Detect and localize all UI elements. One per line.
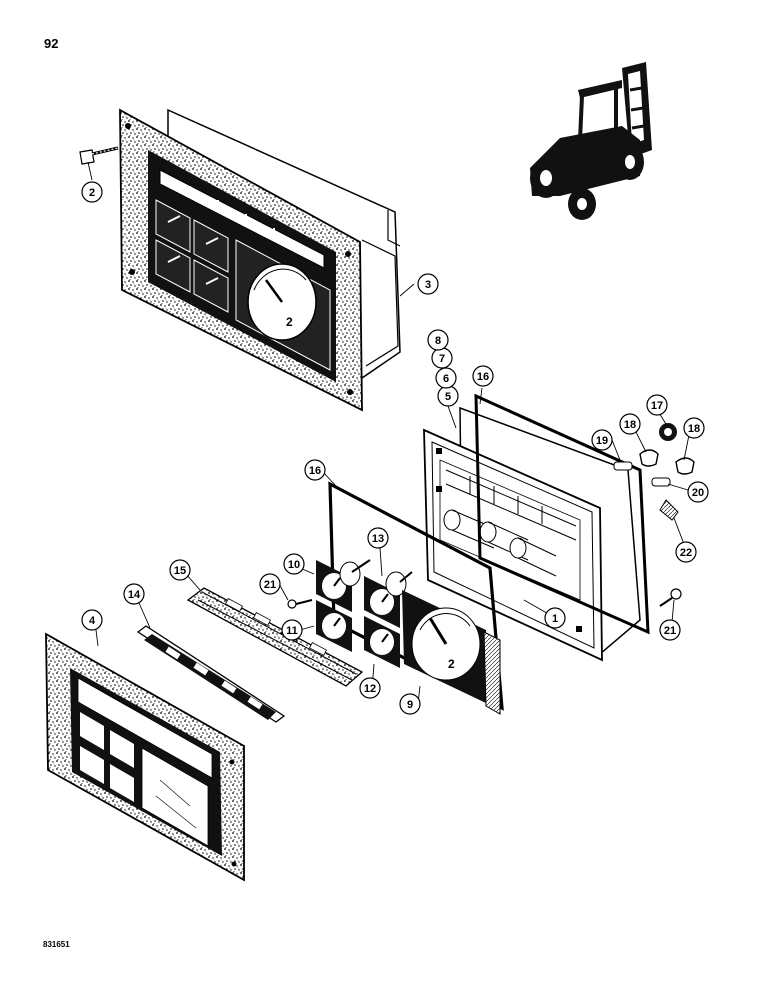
callout-circle	[472, 365, 494, 387]
callout-circle	[259, 573, 281, 595]
callout-circle	[281, 619, 303, 641]
callout-c6: 6	[435, 367, 457, 389]
cluster-housing-part	[423, 406, 641, 688]
callout-c7: 7	[431, 347, 453, 369]
page-number: 92	[44, 36, 59, 51]
callout-c18a: 18	[619, 413, 641, 435]
callout-number: 10	[288, 559, 300, 571]
housing-screw-part	[659, 588, 682, 607]
callout-c18b: 18	[683, 417, 705, 439]
callout-c3: 3	[417, 273, 439, 295]
callout-c8: 8	[427, 329, 449, 351]
small-gauges-group	[287, 559, 413, 668]
callout-circle	[619, 413, 641, 435]
callout-c15: 15	[169, 559, 191, 581]
callout-number: 20	[692, 487, 704, 499]
callout-number: 17	[651, 400, 663, 412]
callout-circle	[427, 329, 449, 351]
callout-circle	[304, 459, 326, 481]
callout-c1: 1	[544, 607, 566, 629]
speedometer-gauge-part: 2	[402, 590, 501, 715]
callout-circle	[659, 619, 681, 641]
assembled-instrument-cluster: 2	[119, 108, 401, 412]
callout-c11: 11	[281, 619, 303, 641]
figure-code: 831651	[43, 940, 70, 949]
callout-circle	[359, 677, 381, 699]
svg-text:2: 2	[448, 657, 455, 671]
callout-c10: 10	[283, 553, 305, 575]
callout-number: 8	[435, 335, 441, 347]
callout-c13: 13	[367, 527, 389, 549]
callout-circle	[367, 527, 389, 549]
callout-number: 16	[477, 371, 489, 383]
callout-c21a: 21	[259, 573, 281, 595]
callout-number: 1	[552, 613, 558, 625]
callout-number: 12	[364, 683, 376, 695]
callout-number: 14	[128, 589, 141, 601]
callout-circle	[283, 553, 305, 575]
callout-circle	[399, 693, 421, 715]
svg-text:2: 2	[286, 315, 293, 329]
callout-circle	[544, 607, 566, 629]
callout-circle	[81, 181, 103, 203]
callout-number: 18	[688, 423, 700, 435]
callout-number: 6	[443, 373, 449, 385]
callout-c4: 4	[81, 609, 103, 631]
callout-number: 21	[664, 625, 676, 637]
callout-number: 21	[264, 579, 276, 591]
callout-number: 7	[439, 353, 445, 365]
callout-number: 5	[445, 391, 451, 403]
callout-circle	[687, 481, 709, 503]
callout-c20: 20	[687, 481, 709, 503]
callout-c22: 22	[675, 541, 697, 563]
callout-c21b: 21	[659, 619, 681, 641]
callout-c5: 5	[437, 385, 459, 407]
callout-circle	[683, 417, 705, 439]
callout-c19: 19	[591, 429, 613, 451]
callout-circle	[169, 559, 191, 581]
callout-number: 2	[89, 187, 95, 199]
callout-circle	[646, 394, 668, 416]
callout-c16a: 16	[472, 365, 494, 387]
callout-c2: 2	[81, 181, 103, 203]
callout-number: 13	[372, 533, 384, 545]
callout-number: 9	[407, 699, 413, 711]
front-bezel-part	[45, 632, 245, 882]
callout-number: 22	[680, 547, 692, 559]
callout-number: 11	[286, 625, 298, 637]
callout-circle	[123, 583, 145, 605]
callout-c17: 17	[646, 394, 668, 416]
callout-c9: 9	[399, 693, 421, 715]
callout-circle	[591, 429, 613, 451]
mounting-bolt-part	[79, 146, 119, 165]
callout-circle	[81, 609, 103, 631]
lamp-socket-parts	[613, 423, 695, 521]
callout-circle	[435, 367, 457, 389]
callout-number: 19	[596, 435, 608, 447]
callout-circle	[675, 541, 697, 563]
callout-number: 18	[624, 419, 636, 431]
rear-seal-ring-part	[474, 393, 650, 635]
callout-number: 4	[89, 615, 96, 627]
callout-c12: 12	[359, 677, 381, 699]
callout-number: 15	[174, 565, 186, 577]
callout-c16b: 16	[304, 459, 326, 481]
warning-lamp-mask-part	[136, 625, 286, 723]
callout-number: 16	[309, 465, 321, 477]
callout-c14: 14	[123, 583, 145, 605]
forklift-vehicle-icon	[530, 62, 652, 220]
callout-circle	[417, 273, 439, 295]
callout-number: 3	[425, 279, 431, 291]
